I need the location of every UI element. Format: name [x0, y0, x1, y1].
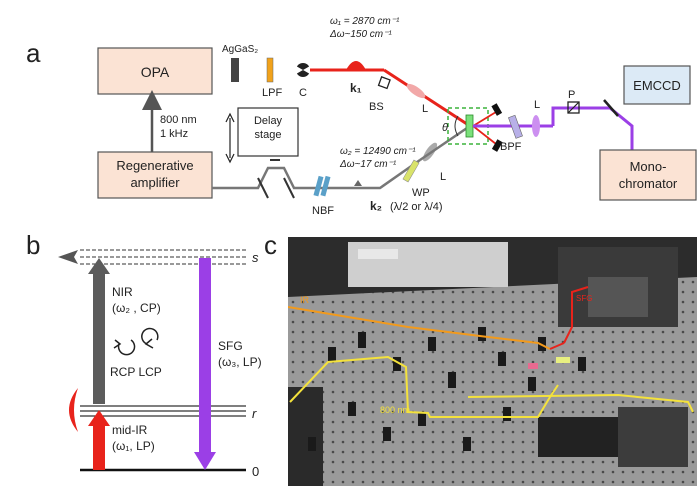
- delay-label-1: Delay: [254, 115, 283, 127]
- regen-box: [97, 151, 213, 199]
- photo-sfg-path: [563, 286, 589, 344]
- rep-label-2: 1 kHz: [160, 128, 188, 140]
- mono-label-1: Mono-: [630, 159, 667, 174]
- rcp-icon: [117, 339, 136, 356]
- emccd-label: EMCCD: [633, 78, 681, 93]
- beam-dump-bottom: [491, 139, 503, 152]
- level-r-label: r: [252, 406, 257, 421]
- mirror-sfg-1: [603, 99, 619, 117]
- w1-label-1: ω₁ = 2870 cm⁻¹: [330, 16, 400, 27]
- arrow-midir-shaft: [93, 424, 105, 470]
- pulse-ir: [346, 61, 366, 70]
- mirror-delay-2: [283, 177, 295, 199]
- beam-ir-final: [383, 68, 471, 128]
- sfg-label-1: SFG: [218, 339, 243, 353]
- mir-label-1: mid-IR: [112, 423, 148, 437]
- arrow-midir-head: [88, 410, 110, 426]
- beam-800nm-final: [419, 124, 471, 162]
- pulse-s: [58, 250, 78, 264]
- waveplate: [402, 159, 420, 183]
- level-s-label: s: [252, 250, 259, 265]
- photo-ir-label: IR: [300, 295, 310, 305]
- bpf-filter: [508, 114, 523, 139]
- panel-label-a: a: [26, 38, 41, 68]
- k2-label: k₂: [370, 199, 382, 213]
- delay-arrow-heads: [225, 112, 235, 164]
- lab-photo-svg: IR 800 nm SFG: [288, 237, 697, 486]
- wp-note: (λ/2 or λ/4): [390, 201, 443, 213]
- lab-photo: IR 800 nm SFG: [288, 237, 697, 486]
- panel-label-c: c: [264, 230, 277, 260]
- lens-right-label: L: [534, 99, 540, 111]
- mono-box: [599, 149, 697, 201]
- nir-label-2: (ω₂ , CP): [112, 301, 161, 315]
- lens-bottom-label: L: [440, 171, 446, 183]
- w1-label-2: Δω~150 cm⁻¹: [329, 29, 392, 40]
- bs-label: BS: [369, 101, 384, 113]
- nbf-filter: [313, 175, 324, 197]
- equipment-box: [348, 242, 508, 287]
- lcp-icon: [141, 327, 159, 345]
- delay-stage-box: [237, 107, 299, 157]
- photo-800nm-label: 800 nm: [380, 405, 410, 415]
- lens-top: [406, 83, 426, 99]
- delay-label-2: stage: [255, 129, 282, 141]
- pulse-r: [69, 388, 78, 432]
- rep-label-1: 800 nm: [160, 114, 197, 126]
- photo-800nm-path: [289, 355, 559, 418]
- beam-splitter: [377, 76, 391, 90]
- sfg-label-2: (ω₃, LP): [218, 355, 262, 369]
- polarizer: [567, 101, 580, 114]
- beam-dump-top: [491, 103, 503, 116]
- arrow-nir-shaft: [93, 272, 105, 404]
- photo-ir-path: [288, 306, 551, 350]
- lens-top-label: L: [422, 103, 428, 115]
- regen-label-1: Regenerative: [116, 158, 193, 173]
- theta-label: θ: [442, 122, 448, 134]
- k1-label: k₁: [350, 81, 362, 95]
- opa-label: OPA: [141, 64, 170, 80]
- chopper-label: C: [299, 87, 307, 99]
- rcp-lcp-label: RCP LCP: [110, 365, 162, 379]
- arrow-sfg-head: [194, 452, 216, 470]
- arrow-nir-head: [88, 258, 110, 274]
- mir-label-2: (ω₁, LP): [112, 439, 155, 453]
- mirror-delay-1: [257, 177, 269, 199]
- panel-label-b: b: [26, 230, 40, 260]
- mono-label-2: chromator: [619, 176, 678, 191]
- regen-label-2: amplifier: [130, 175, 180, 190]
- w2-label-1: ω₂ = 12490 cm⁻¹: [340, 146, 416, 157]
- polarizer-label: P: [568, 89, 575, 101]
- nbf-label: NBF: [312, 205, 334, 217]
- lpf-label: LPF: [262, 87, 282, 99]
- w2-label-2: Δω~17 cm⁻¹: [339, 159, 397, 170]
- crystal-ags: [231, 58, 239, 82]
- emccd-box: [623, 65, 691, 105]
- lens-right: [532, 115, 540, 137]
- bpf-label: BPF: [500, 141, 522, 153]
- pulse-nir: [354, 180, 362, 186]
- wp-label: WP: [412, 187, 430, 199]
- arrow-sfg-shaft: [199, 258, 211, 454]
- photo-sfg-label: SFG: [576, 294, 592, 303]
- nir-label-1: NIR: [112, 285, 133, 299]
- sample: [465, 114, 474, 138]
- beam-800nm: [212, 158, 421, 190]
- level-0-label: 0: [252, 464, 259, 479]
- lpf-filter: [266, 57, 274, 83]
- crystal-label: AgGaS₂: [222, 44, 258, 55]
